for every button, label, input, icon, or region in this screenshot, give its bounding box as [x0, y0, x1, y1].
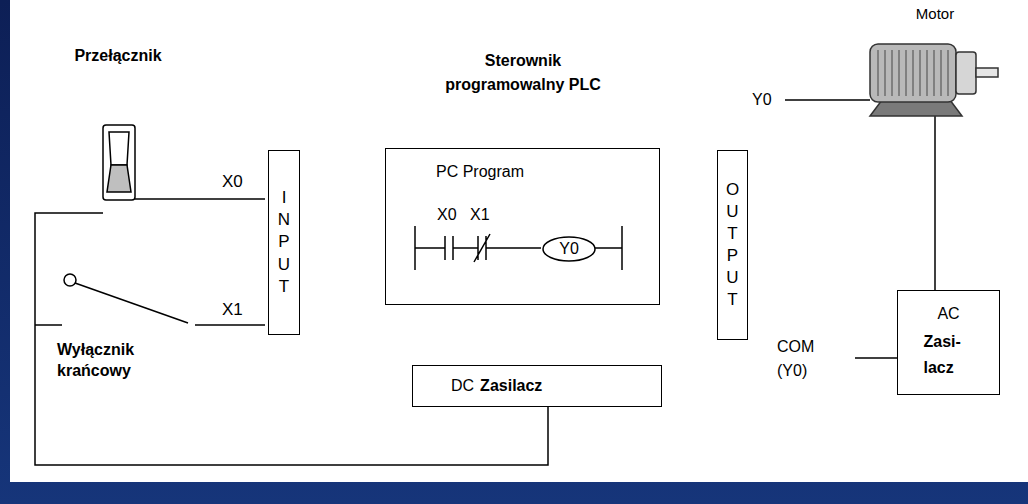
motor-wire: [934, 115, 936, 290]
motor-fin: [919, 50, 921, 96]
wires: [35, 100, 935, 465]
toggle-switch: [103, 125, 150, 200]
motor-fin: [926, 50, 928, 96]
motor-endcap: [956, 52, 976, 94]
output-coil: Y0: [542, 236, 596, 262]
switch-body: [103, 125, 135, 200]
motor-shaft: [976, 68, 998, 77]
node-text: PC Program: [436, 163, 524, 181]
node-text: OUTPUT: [726, 179, 740, 312]
com-wire: [855, 357, 897, 359]
com-label: COM (Y0): [777, 335, 832, 383]
coil-ellipse: [543, 237, 595, 261]
motor-fin: [884, 50, 886, 96]
white-panel: [10, 0, 1028, 482]
signal-name: X0: [222, 172, 243, 192]
motor-fin: [891, 50, 893, 96]
switch-lever-lower: [107, 165, 131, 192]
node-text: AC: [937, 305, 959, 323]
ac-power-box: AC Zasi- lacz: [897, 290, 1000, 395]
motor-fin: [947, 50, 949, 96]
motor-fin: [905, 50, 907, 96]
limit-lever: [75, 283, 188, 323]
node-text: DC: [451, 377, 474, 395]
input-bar: INPUT: [268, 150, 300, 335]
motor-fin: [912, 50, 914, 96]
signal-name: Y0: [752, 90, 772, 109]
contact-name: X0: [437, 205, 457, 224]
ladder: [415, 226, 622, 270]
signal-name: X1: [222, 300, 243, 320]
motor-fin: [933, 50, 935, 96]
switch-label: Przełącznik: [74, 46, 161, 65]
motor-fin: [898, 50, 900, 96]
contact-name: X1: [470, 205, 490, 224]
limit-switch-label: Wyłącznik krańcowy: [57, 340, 167, 382]
motor-fin: [940, 50, 942, 96]
x1-wire: [195, 324, 265, 326]
node-text: INPUT: [277, 187, 291, 297]
node-text: Sterownik programowalny PLC: [438, 49, 608, 97]
motor-icon: [870, 44, 998, 116]
switch-terminal: [135, 198, 150, 200]
motor-body: [870, 44, 956, 102]
node-text: Zasi- lacz: [924, 329, 974, 380]
y0-wire: [785, 99, 870, 101]
x0-wire: [150, 198, 265, 200]
limit-switch: [64, 274, 188, 323]
motor-fin: [877, 50, 879, 96]
limit-wire: [35, 324, 62, 326]
output-bar: OUTPUT: [717, 150, 748, 340]
dc-power-box: DC Zasilacz: [412, 365, 662, 407]
motor-label: Motor: [916, 5, 954, 23]
contact-nc: [474, 234, 490, 262]
limit-pivot: [64, 274, 76, 286]
plc-box: Sterownik programowalny PLCPC ProgramY0: [385, 148, 660, 305]
switch-lever: [109, 132, 129, 165]
node-text: Y0: [559, 241, 579, 257]
node-text: Zasilacz: [480, 377, 542, 395]
contact-no: [445, 236, 453, 260]
common-wire: [35, 213, 548, 465]
